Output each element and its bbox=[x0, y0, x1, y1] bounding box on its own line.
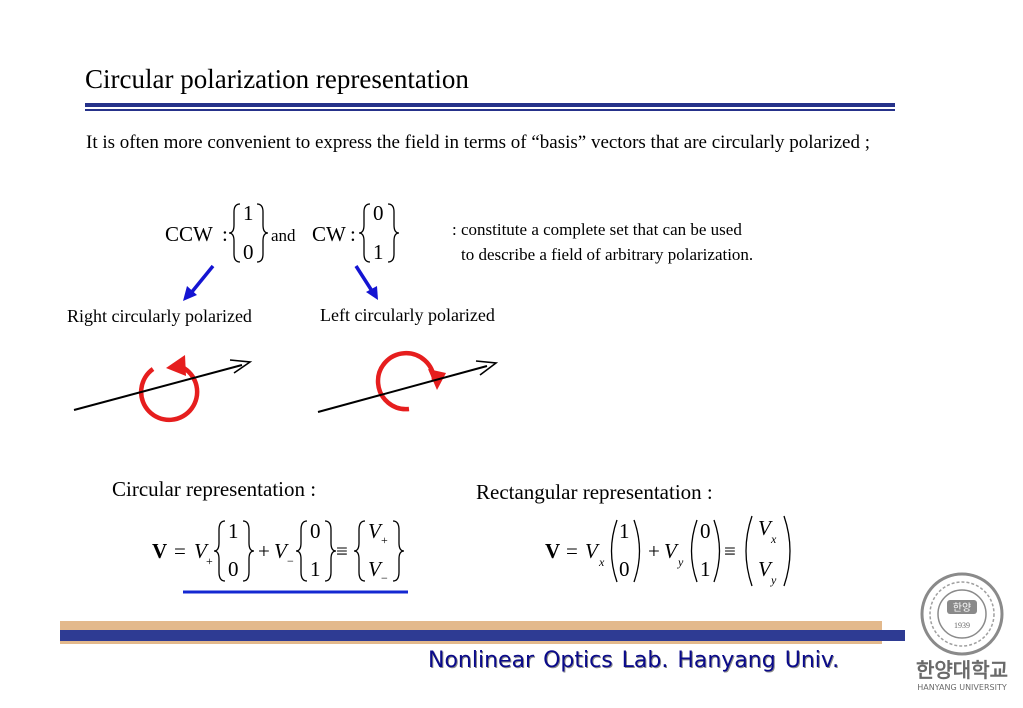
logo-name-en: HANYANG UNIVERSITY bbox=[917, 683, 1007, 692]
note-line-2: to describe a field of arbitrary polariz… bbox=[461, 245, 754, 264]
curly-brackets bbox=[213, 203, 791, 587]
circ-result-right-brace bbox=[392, 520, 405, 582]
rect-eq-coef1: V bbox=[585, 539, 598, 563]
seal-text: 한양 bbox=[953, 602, 971, 614]
circ-eq-coef2-sub: − bbox=[287, 554, 294, 568]
cw-pointer-arrowhead bbox=[366, 286, 378, 300]
rect-eq-equals: = bbox=[566, 539, 578, 563]
rect-vec2-left-paren bbox=[690, 519, 698, 583]
circ-vec1-left-brace bbox=[213, 520, 226, 582]
rect-vec1-right-paren bbox=[633, 519, 641, 583]
left-circle-arc bbox=[375, 350, 437, 412]
cw-vector-top: 0 bbox=[373, 201, 384, 225]
right-propagation-line bbox=[73, 364, 243, 411]
intro-paragraph: It is often more convenient to express t… bbox=[86, 132, 870, 153]
circ-eq-coef2: V bbox=[274, 539, 287, 563]
rect-vec1-left-paren bbox=[610, 519, 618, 583]
circ-eq-result-bottom-sub: − bbox=[381, 571, 388, 585]
footer-tan-band-low bbox=[60, 641, 882, 644]
circ-eq-result-top-sub: + bbox=[381, 533, 388, 547]
title-rule-thin bbox=[85, 109, 895, 111]
rect-eq-vec1-top: 1 bbox=[619, 519, 630, 543]
circ-eq-result-top: V bbox=[368, 519, 381, 543]
rect-eq-result-bottom-sub: y bbox=[771, 573, 777, 587]
slide-title: Circular polarization representation bbox=[85, 64, 469, 94]
university-seal bbox=[920, 572, 1004, 656]
footer-lab-name: Nonlinear Optics Lab. Hanyang Univ. bbox=[428, 648, 840, 673]
title-rule-thick bbox=[85, 103, 895, 107]
circ-eq-vec2-top: 0 bbox=[310, 519, 321, 543]
circ-vec2-right-brace bbox=[324, 520, 337, 582]
rect-eq-plus: + bbox=[648, 539, 660, 563]
right-propagation-arrowhead bbox=[229, 359, 253, 374]
circ-vec2-left-brace bbox=[295, 520, 308, 582]
rect-result-left-paren bbox=[745, 515, 753, 587]
logo-name-kr: 한양대학교 bbox=[916, 658, 1008, 682]
ccw-vector-top: 1 bbox=[243, 201, 254, 225]
rect-eq-vec1-bottom: 0 bbox=[619, 557, 630, 581]
circ-eq-plus: + bbox=[258, 539, 270, 563]
rect-eq-vec2-bottom: 1 bbox=[700, 557, 711, 581]
circ-eq-vec1-bottom: 0 bbox=[228, 557, 239, 581]
right-circular-label: Right circularly polarized bbox=[67, 306, 252, 326]
circ-result-left-brace bbox=[353, 520, 366, 582]
circ-eq-coef1-sub: + bbox=[206, 554, 213, 568]
circ-eq-vec1-top: 1 bbox=[228, 519, 239, 543]
rect-eq-result-top-sub: x bbox=[771, 532, 777, 546]
cw-left-brace bbox=[358, 203, 371, 263]
rect-eq-coef2: V bbox=[664, 539, 677, 563]
footer-tan-band bbox=[60, 621, 882, 630]
circ-eq-coef1: V bbox=[194, 539, 207, 563]
cw-pointer-arrow bbox=[354, 265, 374, 292]
left-polarization-diagram bbox=[317, 350, 499, 413]
right-circle-arrowhead bbox=[166, 355, 186, 376]
rect-result-right-paren bbox=[783, 515, 791, 587]
ccw-label: CCW bbox=[165, 222, 213, 246]
rect-eq-result-top: V bbox=[758, 516, 771, 540]
circ-eq-equiv: ≡ bbox=[336, 539, 348, 563]
cw-right-brace bbox=[387, 203, 400, 263]
cw-label: CW bbox=[312, 222, 346, 246]
cw-vector-bottom: 1 bbox=[373, 240, 384, 264]
circ-eq-result-bottom: V bbox=[368, 557, 381, 581]
rect-eq-lhs: V bbox=[545, 539, 561, 563]
ccw-left-brace bbox=[228, 203, 241, 263]
seal-year: 1939 bbox=[954, 621, 970, 630]
note-line-1: : constitute a complete set that can be … bbox=[452, 220, 742, 239]
circ-vec1-right-brace bbox=[242, 520, 255, 582]
rect-vec2-right-paren bbox=[713, 519, 721, 583]
ccw-pointer-arrowhead bbox=[183, 286, 197, 301]
left-propagation-line bbox=[317, 365, 488, 413]
rect-eq-result-bottom: V bbox=[758, 557, 771, 581]
ccw-right-brace bbox=[256, 203, 269, 263]
left-circular-label: Left circularly polarized bbox=[320, 305, 495, 325]
right-circle-arc bbox=[138, 365, 200, 423]
footer-navy-band bbox=[60, 630, 905, 641]
ccw-colon: : bbox=[222, 222, 228, 246]
ccw-vector-bottom: 0 bbox=[243, 240, 254, 264]
rect-eq-coef2-sub: y bbox=[678, 555, 684, 569]
circ-eq-equals: = bbox=[174, 539, 186, 563]
rect-eq-coef1-sub: x bbox=[599, 555, 605, 569]
circular-heading: Circular representation : bbox=[112, 477, 317, 501]
circ-eq-vec2-bottom: 1 bbox=[310, 557, 321, 581]
cw-colon: : bbox=[350, 222, 356, 246]
pointer-arrows bbox=[183, 264, 378, 301]
rect-eq-vec2-top: 0 bbox=[700, 519, 711, 543]
rect-eq-equiv: ≡ bbox=[724, 539, 736, 563]
left-propagation-arrowhead bbox=[475, 360, 499, 376]
rectangular-heading: Rectangular representation : bbox=[476, 480, 713, 504]
right-polarization-diagram bbox=[73, 355, 253, 423]
circ-eq-lhs: V bbox=[152, 539, 168, 563]
and-text: and bbox=[271, 226, 296, 245]
ccw-pointer-arrow bbox=[189, 264, 215, 295]
